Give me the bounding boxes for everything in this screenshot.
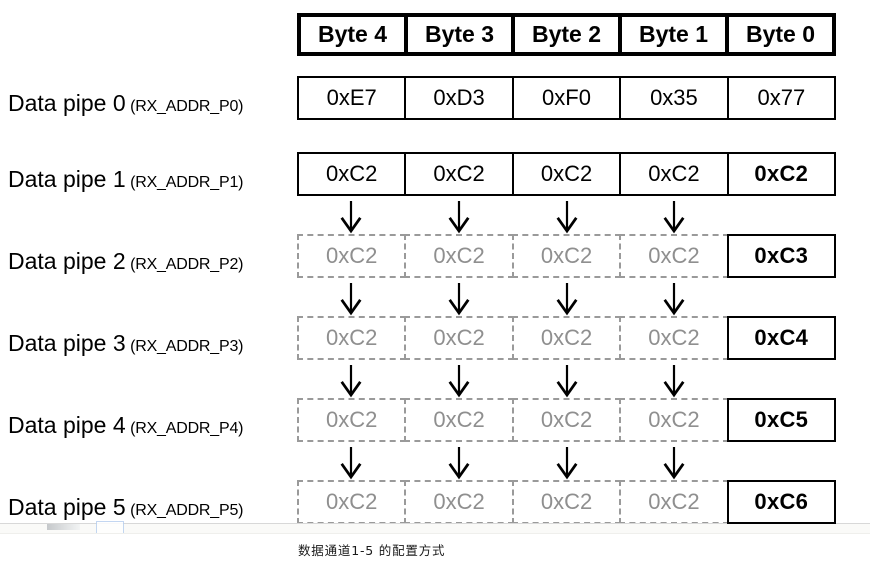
address-byte-cell: 0x77 — [726, 76, 837, 120]
byte-header-cell: Byte 1 — [622, 17, 725, 52]
down-arrow-icon — [444, 444, 474, 482]
address-byte-cell: 0xC2 — [619, 316, 729, 360]
address-byte-cell: 0xC5 — [726, 398, 837, 442]
data-pipe-register: (RX_ADDR_P4) — [130, 420, 244, 437]
address-byte-cell: 0xC4 — [726, 316, 837, 360]
address-byte-cell: 0xC2 — [511, 398, 622, 442]
address-byte-cell: 0xE7 — [297, 76, 407, 120]
address-byte-cell: 0xC2 — [297, 234, 407, 278]
down-arrow-icon — [336, 280, 366, 318]
address-byte-cell: 0xC2 — [511, 234, 622, 278]
address-byte-cell: 0xC2 — [726, 152, 837, 196]
chrome-tab-label-blur — [47, 524, 80, 530]
address-byte-cell: 0xC2 — [511, 152, 622, 196]
address-byte-cell: 0xC6 — [726, 480, 837, 524]
down-arrow-icon — [659, 444, 689, 482]
data-pipe-register: (RX_ADDR_P0) — [130, 98, 244, 115]
address-byte-cell: 0xC2 — [619, 480, 729, 524]
address-byte-cell: 0xC2 — [619, 234, 729, 278]
byte-header-cell: Byte 0 — [729, 17, 832, 52]
address-byte-cell: 0xD3 — [404, 76, 514, 120]
address-byte-cell: 0xC2 — [404, 152, 514, 196]
down-arrow-icon — [444, 198, 474, 236]
address-byte-cell: 0xC2 — [297, 480, 407, 524]
address-byte-cell: 0xC2 — [619, 152, 729, 196]
data-pipe-name: Data pipe 0 — [8, 90, 126, 116]
address-byte-cell: 0xF0 — [511, 76, 622, 120]
address-byte-cell: 0xC2 — [404, 234, 514, 278]
data-pipe-name: Data pipe 4 — [8, 412, 126, 438]
down-arrow-icon — [659, 198, 689, 236]
data-pipe-label: Data pipe 3 (RX_ADDR_P3) — [8, 332, 293, 355]
down-arrow-icon — [552, 444, 582, 482]
chrome-toolbar-strip — [0, 524, 870, 533]
inheritance-arrow-row — [297, 280, 836, 318]
down-arrow-icon — [336, 198, 366, 236]
data-pipe-label: Data pipe 2 (RX_ADDR_P2) — [8, 250, 293, 273]
address-byte-cell: 0xC2 — [404, 480, 514, 524]
address-byte-cell: 0xC2 — [297, 398, 407, 442]
down-arrow-icon — [552, 198, 582, 236]
chrome-bottom-line — [0, 533, 870, 534]
address-byte-cell: 0x35 — [619, 76, 729, 120]
down-arrow-icon — [336, 444, 366, 482]
address-byte-cell: 0xC2 — [619, 398, 729, 442]
data-pipe-label: Data pipe 5 (RX_ADDR_P5) — [8, 496, 293, 519]
chrome-divider-line — [0, 523, 870, 524]
data-pipe-name: Data pipe 5 — [8, 494, 126, 520]
down-arrow-icon — [552, 280, 582, 318]
data-pipe-label: Data pipe 0 (RX_ADDR_P0) — [8, 92, 293, 115]
address-byte-cell: 0xC2 — [511, 480, 622, 524]
data-pipe-register: (RX_ADDR_P2) — [130, 256, 244, 273]
inheritance-arrow-row — [297, 362, 836, 400]
down-arrow-icon — [444, 280, 474, 318]
down-arrow-icon — [659, 362, 689, 400]
byte-header-cell: Byte 4 — [301, 17, 404, 52]
down-arrow-icon — [336, 362, 366, 400]
data-pipe-name: Data pipe 1 — [8, 166, 126, 192]
down-arrow-icon — [552, 362, 582, 400]
data-pipe-register: (RX_ADDR_P1) — [130, 174, 244, 191]
address-byte-cell: 0xC2 — [297, 152, 407, 196]
address-byte-cell: 0xC2 — [511, 316, 622, 360]
data-pipe-label: Data pipe 4 (RX_ADDR_P4) — [8, 414, 293, 437]
address-byte-cell: 0xC2 — [404, 398, 514, 442]
address-byte-cell: 0xC2 — [404, 316, 514, 360]
byte-header-cell: Byte 3 — [408, 17, 511, 52]
inheritance-arrow-row — [297, 444, 836, 482]
down-arrow-icon — [659, 280, 689, 318]
down-arrow-icon — [444, 362, 474, 400]
figure-caption: 数据通道1-5 的配置方式 — [298, 543, 446, 558]
byte-header-cell: Byte 2 — [515, 17, 618, 52]
address-byte-cell: 0xC3 — [726, 234, 837, 278]
inheritance-arrow-row — [297, 198, 836, 236]
data-pipe-register: (RX_ADDR_P5) — [130, 502, 244, 519]
data-pipe-name: Data pipe 2 — [8, 248, 126, 274]
address-byte-cell: 0xC2 — [297, 316, 407, 360]
data-pipe-name: Data pipe 3 — [8, 330, 126, 356]
chrome-tab-outline[interactable] — [96, 521, 124, 534]
data-pipe-label: Data pipe 1 (RX_ADDR_P1) — [8, 168, 293, 191]
data-pipe-register: (RX_ADDR_P3) — [130, 338, 244, 355]
